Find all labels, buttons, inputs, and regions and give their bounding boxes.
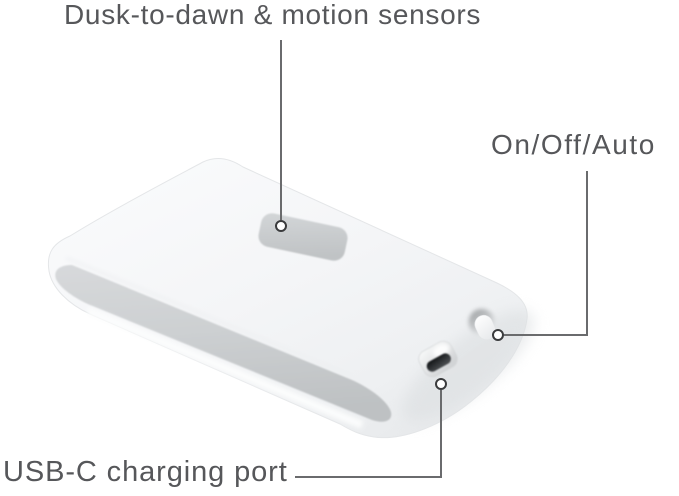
callout-label-usb: USB-C charging port xyxy=(3,456,288,488)
callout-label-sensors: Dusk-to-dawn & motion sensors xyxy=(64,0,482,30)
usb-slot xyxy=(426,353,451,372)
marker-switch xyxy=(492,329,504,341)
bottom-rim-highlight xyxy=(86,307,364,429)
front-seam xyxy=(65,257,353,377)
callout-line-usb xyxy=(295,390,442,478)
device-body xyxy=(47,157,534,439)
callout-line-switch xyxy=(504,171,588,336)
callout-markers xyxy=(275,220,504,390)
device-shell xyxy=(47,157,528,439)
callout-lines xyxy=(280,40,588,478)
marker-sensors xyxy=(275,220,287,232)
usb-c-port xyxy=(418,340,458,378)
callout-label-switch: On/Off/Auto xyxy=(491,129,656,160)
onoff-auto-button xyxy=(468,308,496,340)
button-pill xyxy=(474,314,496,340)
marker-usb xyxy=(435,378,447,390)
diffuser-panel xyxy=(55,265,392,422)
